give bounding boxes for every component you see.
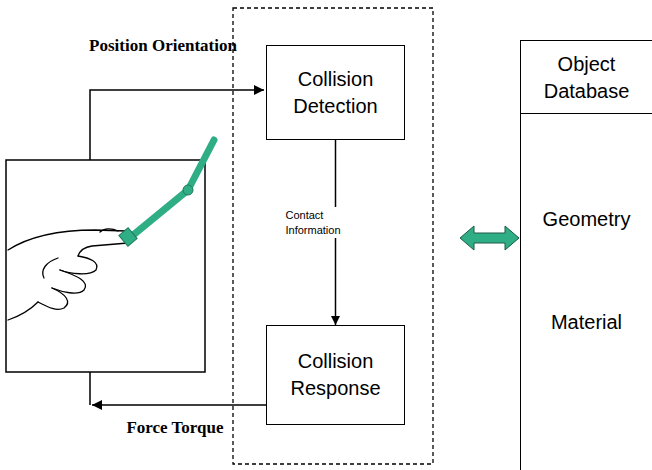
palm-edge [8,302,38,320]
process-box: Collision Response [266,325,405,425]
middle-finger [60,256,97,274]
dashed-frame [233,8,433,464]
index-finger [8,230,132,256]
little-finger [38,288,68,309]
panel-heading: Object Database [521,41,652,114]
fingernail [100,229,118,232]
illustration-frame [6,160,205,372]
hand-sketch [8,229,132,320]
edge-label: Contact Information [284,207,348,238]
robot-arm [119,140,214,246]
end-effector [119,228,137,246]
signal-wire [90,372,266,405]
signal-wire [90,90,264,160]
double-arrow [460,226,519,250]
node-label: Collision Response [277,348,394,402]
thumb [43,258,58,278]
arm-joint [183,185,193,195]
arm-link [188,140,214,190]
double-arrow-shape [460,226,519,250]
ring-finger [52,270,86,293]
arm-link [132,190,188,236]
signal-label: Position Orientation [88,36,238,56]
node-label: Material [521,309,652,336]
signal-label: Force Torque [100,418,250,438]
node-label: Geometry [521,206,652,233]
database-panel: Object DatabaseGeometryMaterial [520,40,652,470]
node-label: Collision Detection [277,66,394,120]
process-box: Collision Detection [266,45,405,140]
